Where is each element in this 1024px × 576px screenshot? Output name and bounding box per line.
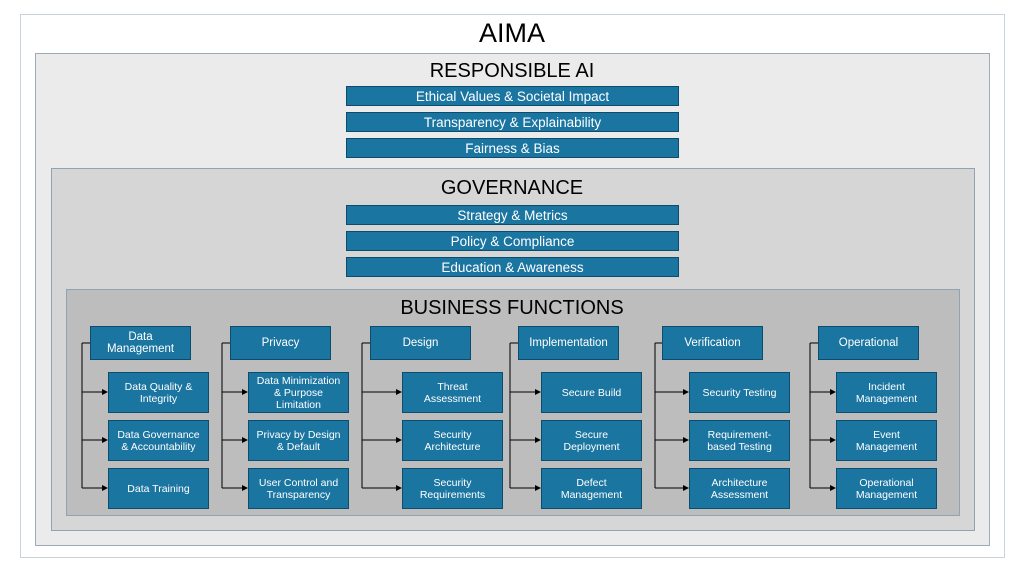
responsible-ai-title: RESPONSIBLE AI xyxy=(429,60,595,82)
gov-policy-band: Policy & Compliance xyxy=(346,231,679,251)
item-defect-management: Defect Management xyxy=(541,468,642,509)
column-head-implementation: Implementation xyxy=(518,326,619,360)
diagram-title: AIMA xyxy=(478,18,545,48)
item-security-testing: Security Testing xyxy=(689,372,790,413)
business-functions-frame xyxy=(66,289,960,516)
item-operational-management: Operational Management xyxy=(836,468,937,509)
rai-transparency-band: Transparency & Explainability xyxy=(346,112,679,132)
governance-title: GOVERNANCE xyxy=(440,177,584,199)
column-head-privacy: Privacy xyxy=(230,326,331,360)
item-data-governance-accountability: Data Governance & Accountability xyxy=(108,420,209,461)
item-data-quality-integrity: Data Quality & Integrity xyxy=(108,372,209,413)
item-threat-assessment: Threat Assessment xyxy=(402,372,503,413)
rai-ethical-values-band: Ethical Values & Societal Impact xyxy=(346,86,679,106)
item-secure-deployment: Secure Deployment xyxy=(541,420,642,461)
gov-education-band: Education & Awareness xyxy=(346,257,679,277)
gov-strategy-band: Strategy & Metrics xyxy=(346,205,679,225)
item-incident-management: Incident Management xyxy=(836,372,937,413)
item-privacy-by-design: Privacy by Design & Default xyxy=(248,420,349,461)
column-head-operational: Operational xyxy=(818,326,919,360)
item-security-architecture: Security Architecture xyxy=(402,420,503,461)
column-head-design: Design xyxy=(370,326,471,360)
item-data-minimization: Data Minimization & Purpose Limitation xyxy=(248,372,349,413)
item-architecture-assessment: Architecture Assessment xyxy=(689,468,790,509)
business-functions-title: BUSINESS FUNCTIONS xyxy=(400,297,624,319)
item-secure-build: Secure Build xyxy=(541,372,642,413)
item-event-management: Event Management xyxy=(836,420,937,461)
column-head-data-management: Data Management xyxy=(90,326,191,360)
item-security-requirements: Security Requirements xyxy=(402,468,503,509)
item-requirement-based-testing: Requirement- based Testing xyxy=(689,420,790,461)
item-user-control-transparency: User Control and Transparency xyxy=(248,468,349,509)
rai-fairness-band: Fairness & Bias xyxy=(346,138,679,158)
column-head-verification: Verification xyxy=(662,326,763,360)
item-data-training: Data Training xyxy=(108,468,209,509)
